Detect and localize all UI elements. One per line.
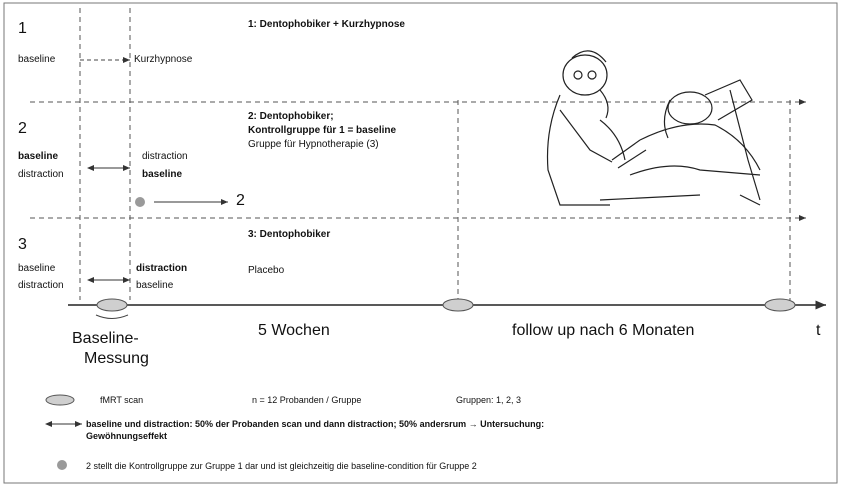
frame (3, 2, 838, 484)
baseline-measurement-line2: Messung (84, 350, 149, 367)
legend-n-label: n = 12 Probanden / Gruppe (252, 395, 362, 405)
group1-baseline-label: baseline (18, 54, 56, 65)
group2-arrow-target: 2 (236, 192, 245, 209)
group2-header-line1: 2: Dentophobiker; (248, 111, 334, 122)
time-axis-label: t (816, 322, 821, 339)
group2-right-label-2: baseline (142, 169, 183, 180)
group2-header-line2: Kontrollgruppe für 1 = baseline (248, 125, 397, 136)
dentist-cartoon-icon (546, 50, 761, 206)
followup-label: follow up nach 6 Monaten (512, 322, 695, 339)
group1-intervention-label: Kurzhypnose (134, 54, 193, 65)
group2-header-line3: Gruppe für Hypnotherapie (3) (248, 139, 379, 150)
group2-number: 2 (18, 120, 27, 137)
baseline-brace (95, 314, 129, 319)
scan-ellipse-baseline (96, 298, 128, 312)
group3-left-label-1: baseline (18, 263, 56, 274)
group3-left-label-2: distraction (18, 280, 64, 291)
group1-header: 1: Dentophobiker + Kurzhypnose (248, 19, 405, 30)
weeks-label: 5 Wochen (258, 322, 330, 339)
group3-right-label-1: distraction (136, 263, 188, 274)
group3-number: 3 (18, 236, 27, 253)
group2-left-label-2: distraction (18, 169, 64, 180)
group3-placebo: Placebo (248, 265, 285, 276)
legend-scan-label: fMRT scan (100, 395, 144, 405)
group3-right-label-2: baseline (136, 280, 174, 291)
group2-left-label-1: baseline (18, 151, 59, 162)
group3-header: 3: Dentophobiker (248, 229, 331, 240)
scan-ellipse-week5 (442, 298, 474, 312)
legend-arrow-line2: Gewöhnungseffekt (86, 431, 168, 441)
group2-dot (135, 197, 145, 207)
scan-ellipse-followup (764, 298, 796, 312)
legend-dot-label: 2 stellt die Kontrollgruppe zur Gruppe 1… (86, 461, 477, 471)
group2-right-label-1: distraction (142, 151, 188, 162)
baseline-measurement-line1: Baseline- (72, 330, 139, 347)
group1-number: 1 (18, 20, 27, 37)
legend-groups-label: Gruppen: 1, 2, 3 (456, 395, 522, 405)
legend-arrow-line1: baseline und distraction: 50% der Proban… (86, 419, 545, 429)
